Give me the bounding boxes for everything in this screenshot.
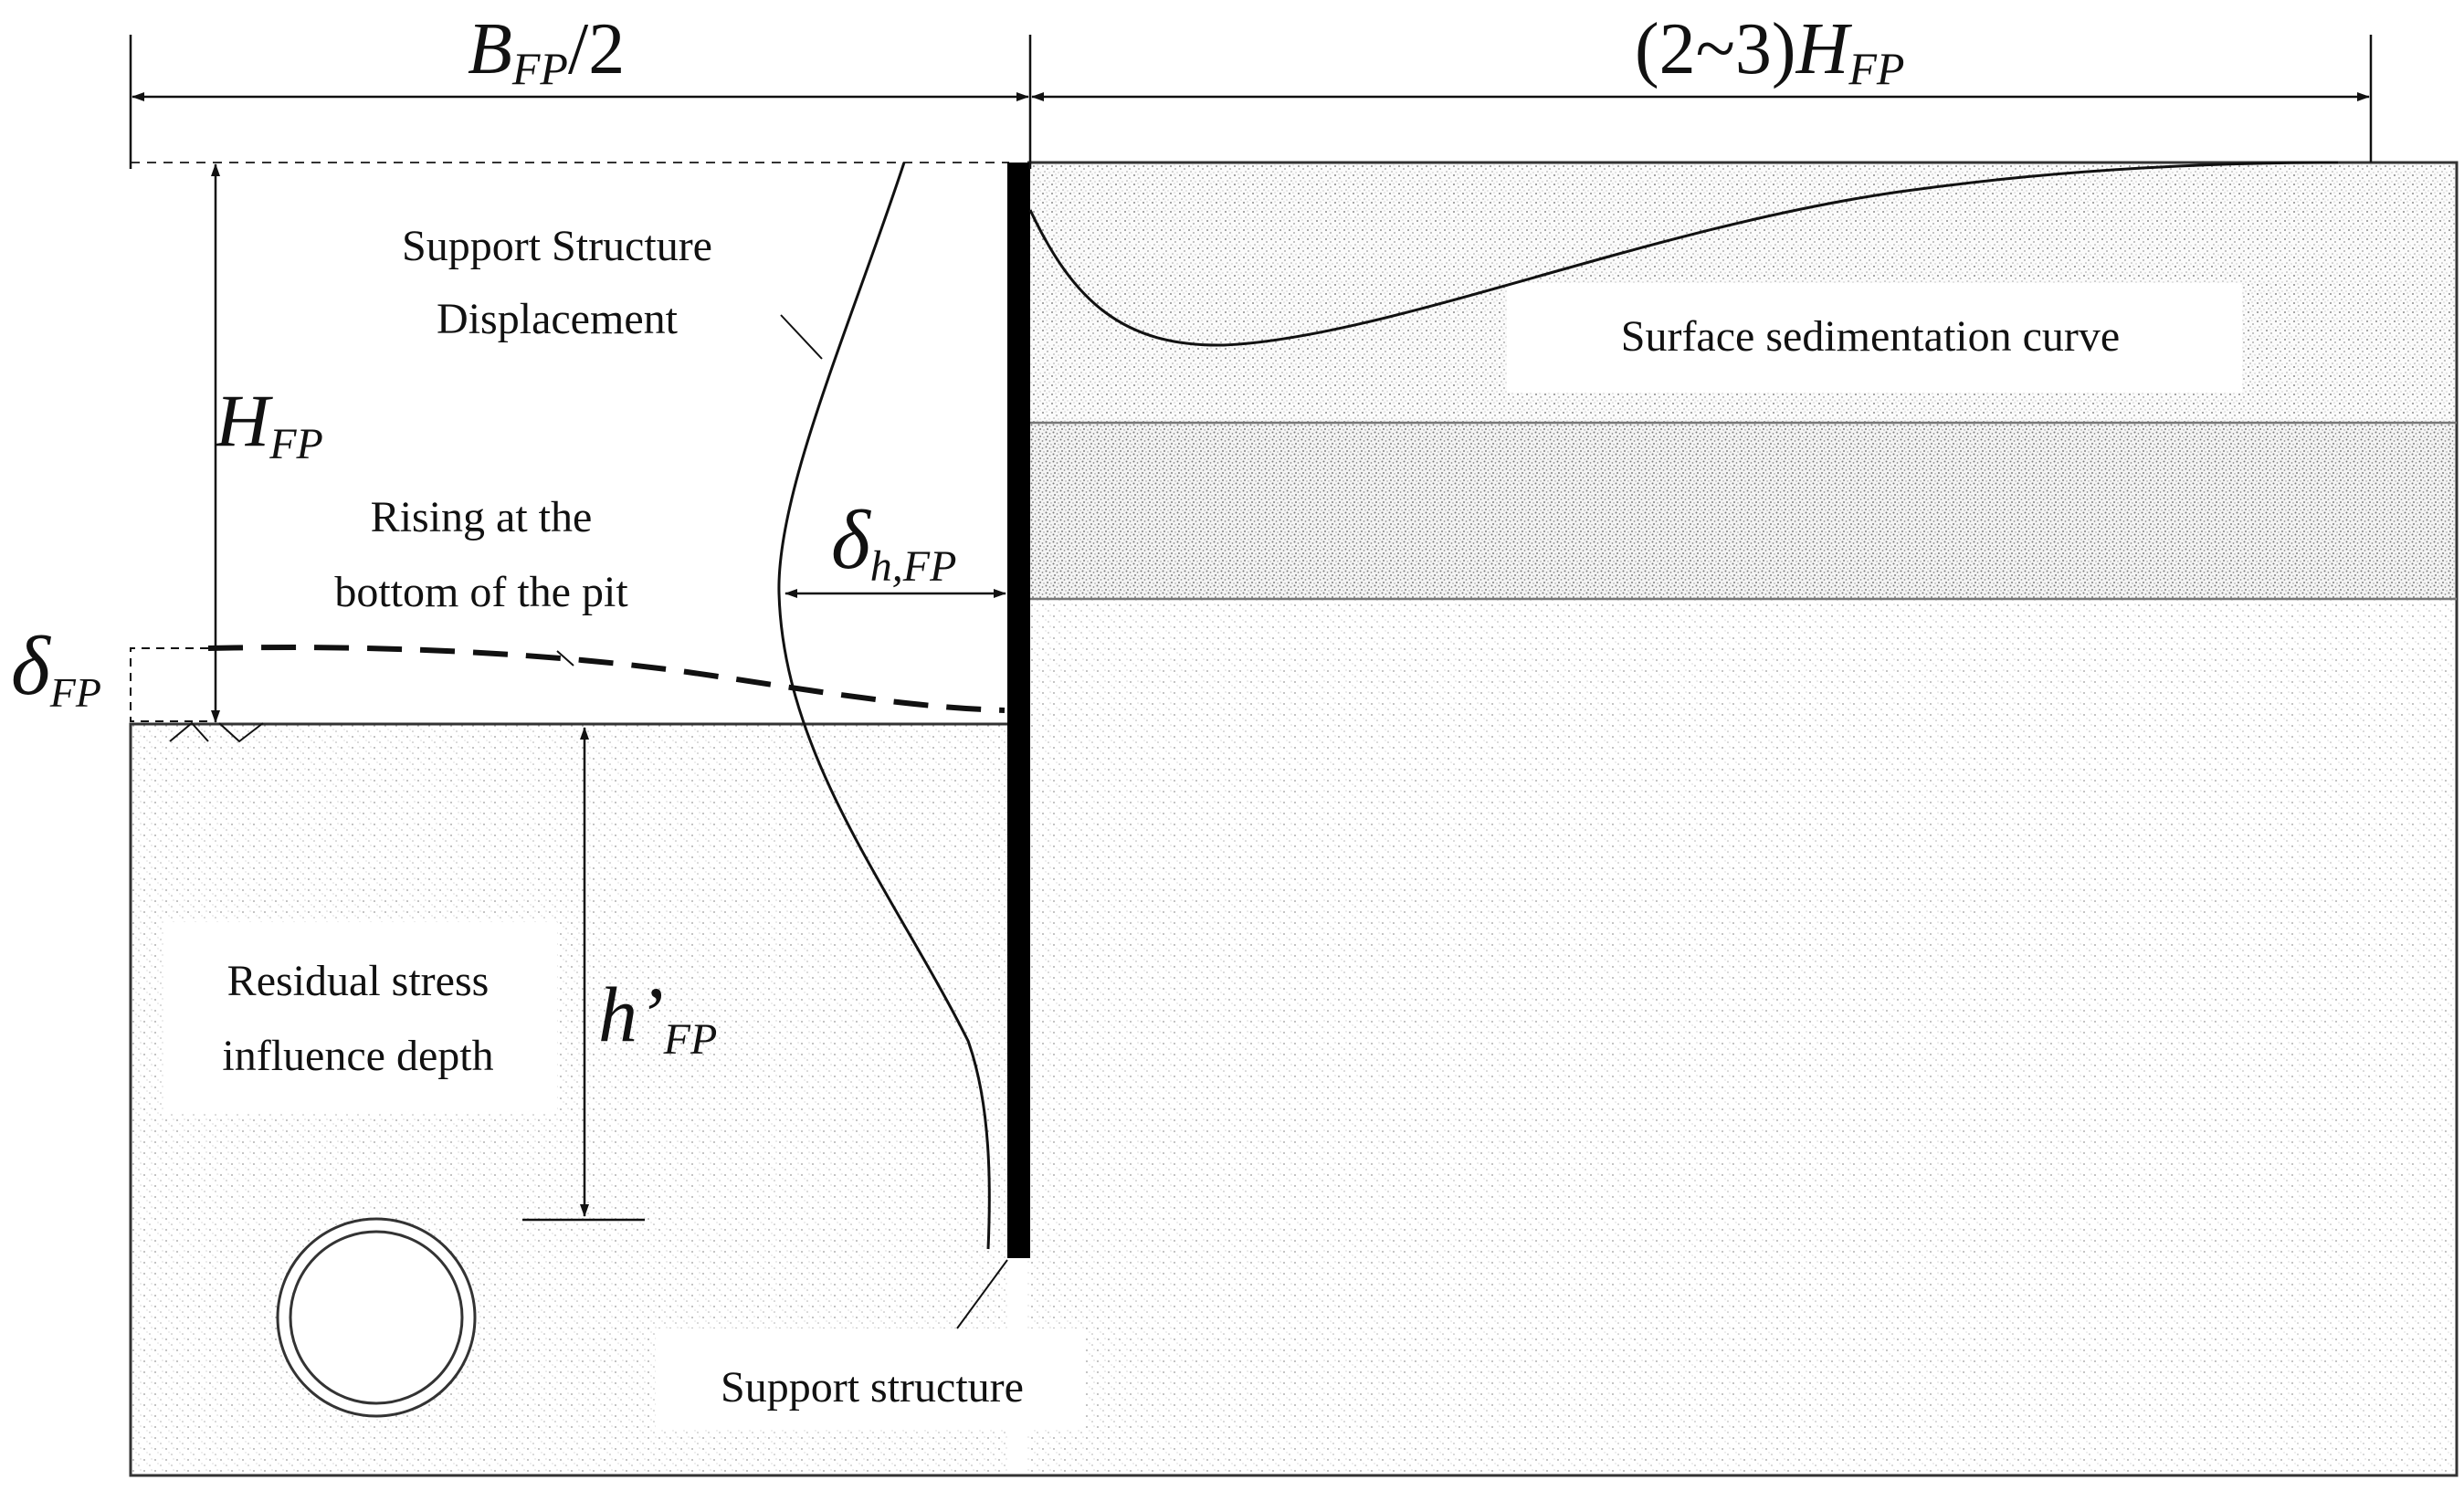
residual-label-line2: influence depth	[222, 1032, 493, 1080]
outer-boundary	[129, 161, 2459, 1477]
rising-label-line2: bottom of the pit	[334, 568, 628, 616]
residual-label-line1: Residual stress	[227, 957, 490, 1005]
retained-soil-bottom-layer	[1027, 599, 2457, 1475]
ground-symbol	[169, 721, 264, 743]
support-displacement-label-line2: Displacement	[437, 295, 679, 343]
residual-depth-label: h’FP	[598, 971, 717, 1064]
tunnel-pipe	[276, 1217, 477, 1418]
surface-curve-label: Surface sedimentation curve	[1621, 312, 2120, 361]
heave-label: δFP	[11, 619, 101, 716]
pipe-inner	[289, 1230, 464, 1405]
support-label-box	[656, 1328, 1085, 1429]
half-width-label: BFP/2	[468, 9, 625, 94]
outlines	[129, 161, 2459, 1477]
residual-label-box	[164, 922, 557, 1114]
support-wall	[1007, 163, 1030, 1258]
retained-soil-middle-layer	[1027, 423, 2457, 599]
curves	[207, 161, 2339, 1329]
influence-range-label: (2~3)HFP	[1635, 9, 1904, 94]
pit-heave-curve	[207, 645, 1006, 713]
wall-displacement-label: δh,FP	[831, 493, 956, 591]
wall-displacement-curve	[777, 162, 991, 1250]
support-displacement-leader	[780, 314, 823, 360]
dimension-lines	[129, 35, 2373, 1222]
support-structure-label: Support structure	[721, 1363, 1024, 1412]
heave-leader	[556, 650, 574, 667]
heave-dim-box	[130, 647, 208, 722]
pit-depth-label: HFP	[215, 379, 323, 468]
rising-label-line1: Rising at the	[371, 493, 593, 541]
surface-settlement-curve	[1028, 161, 2339, 347]
support-displacement-label-line1: Support Structure	[402, 222, 712, 270]
support-structure-leader	[956, 1259, 1008, 1329]
surface-curve-label-box	[1507, 283, 2242, 393]
